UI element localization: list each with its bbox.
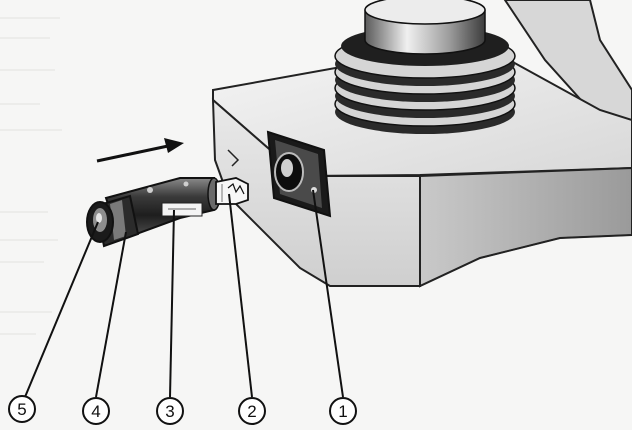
callout-1-label: 1 <box>338 402 347 421</box>
callout-1: 1 <box>329 397 357 425</box>
callout-4: 4 <box>82 397 110 425</box>
leader-lines <box>24 189 344 398</box>
leader-line-5 <box>24 221 99 398</box>
halogen-bulb <box>215 177 249 205</box>
leader-line-2 <box>228 193 253 398</box>
leader-line-4 <box>95 231 127 398</box>
callout-2-label: 2 <box>247 402 256 421</box>
cooling-fins <box>334 0 516 134</box>
callout-3: 3 <box>156 397 184 425</box>
lamp-socket <box>266 130 332 218</box>
bulb-holder-assembly <box>86 177 221 248</box>
leader-line-3 <box>169 209 175 398</box>
callout-4-label: 4 <box>91 402 100 421</box>
callout-2: 2 <box>238 397 266 425</box>
background-print-bleed <box>0 17 62 335</box>
leader-line-1 <box>312 189 344 398</box>
callout-5-label: 5 <box>17 400 26 419</box>
callout-5: 5 <box>8 395 36 423</box>
insertion-arrow <box>96 138 184 163</box>
callout-3-label: 3 <box>165 402 174 421</box>
lamp-housing <box>211 0 632 288</box>
